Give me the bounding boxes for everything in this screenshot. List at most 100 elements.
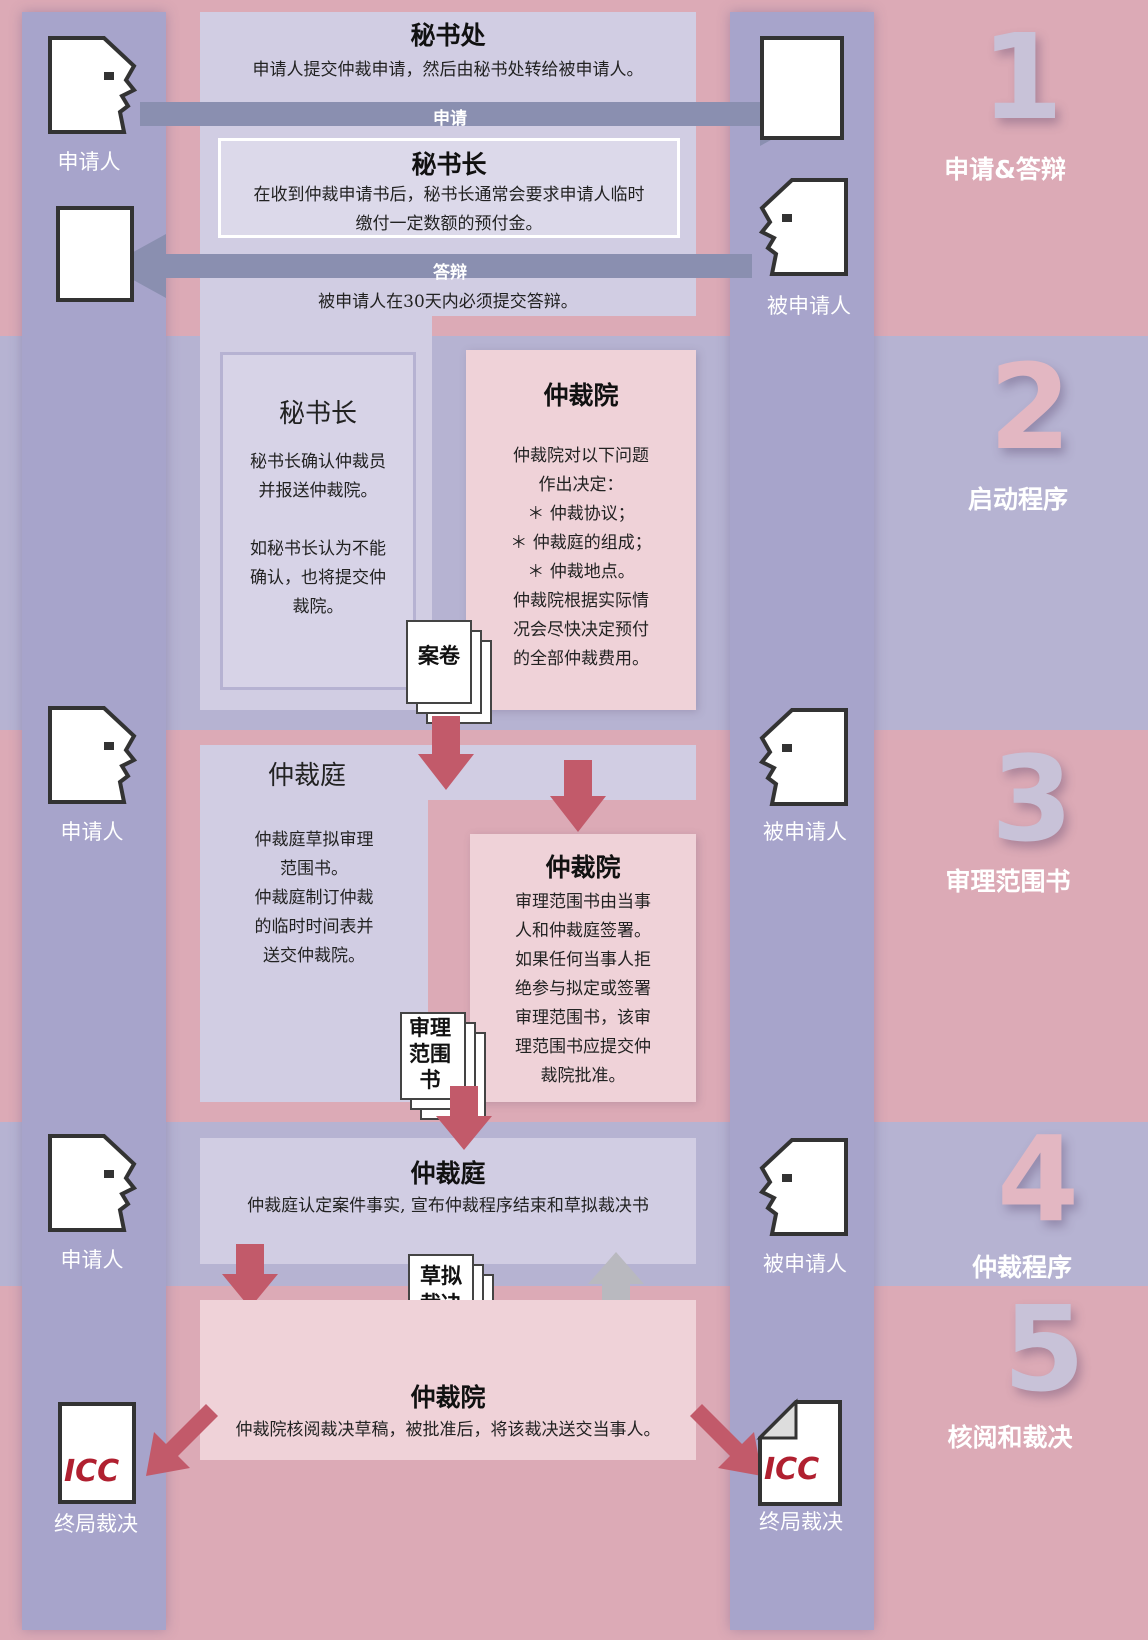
court2-line-3: ＊ 仲裁协议； <box>527 504 635 524</box>
final-award-arrow-right-shape <box>690 1400 762 1476</box>
stage-number-5: 5 <box>1002 1280 1086 1418</box>
court-text-5: 仲裁院核阅裁决草稿，被批准后，将该裁决送交当事人。 <box>235 1420 661 1440</box>
secretary-general-title-2: 秘书长 <box>278 399 357 429</box>
court-down-arrow-3-shape <box>550 760 606 832</box>
claimant-face-icon-2-eye <box>104 742 114 750</box>
final-award-arrow-left <box>146 1400 218 1476</box>
case-file-label: 案卷 <box>418 644 460 668</box>
claimant-face-icon-1-eye <box>104 72 114 80</box>
tor-label-3: 书 <box>419 1068 441 1092</box>
case-file-down-arrow <box>418 716 474 790</box>
claimant-final-award-label: 终局裁决 <box>54 1512 138 1536</box>
respondent-face-icon-2-shape <box>758 708 848 806</box>
secretary-general-box-1: 秘书长 在收到仲裁申请书后，秘书长通常会要求申请人临时 缴付一定数额的预付金。 <box>218 138 680 238</box>
tor-down-arrow <box>436 1086 492 1150</box>
court3-line-4: 绝参与拟定或签署 <box>515 979 651 999</box>
trib3-line-2: 范围书。 <box>280 859 348 879</box>
sg2-line-2: 并报送仲裁院。 <box>258 481 378 501</box>
stage-number-1: 1 <box>980 8 1064 146</box>
respondent-face-icon-3-shape <box>758 1138 848 1236</box>
stage-number-3: 3 <box>990 730 1074 868</box>
claimant-document-icon <box>56 206 134 302</box>
stage-label-4: 仲裁程序 <box>971 1253 1072 1282</box>
claimant-face-icon-3-shape <box>48 1134 138 1232</box>
court2-line-7: 况会尽快决定预付 <box>513 620 649 640</box>
case-file-stack: 案卷 <box>406 620 498 730</box>
stage-number-2: 2 <box>988 338 1072 476</box>
trib3-line-1: 仲裁庭草拟审理 <box>254 830 374 850</box>
tribunal-title-4: 仲裁庭 <box>410 1159 486 1188</box>
award-down-arrow <box>222 1244 278 1308</box>
stage3-panel-left <box>200 800 428 1102</box>
answer-deadline-text: 被申请人在30天内必须提交答辩。 <box>318 292 578 312</box>
court-box-5: 仲裁院 仲裁院核阅裁决草稿，被批准后，将该裁决送交当事人。 <box>200 1300 696 1460</box>
answer-arrow-label: 答辩 <box>433 263 467 283</box>
respondent-final-award-document <box>756 1398 842 1506</box>
tribunal-title-3: 仲裁庭 <box>268 761 347 791</box>
court3-line-7: 裁院批准。 <box>540 1066 626 1086</box>
secretary-general-title-1: 秘书长 <box>411 150 487 179</box>
draft-label-1: 草拟 <box>420 1264 462 1288</box>
claimant-label-1: 申请人 <box>57 150 121 174</box>
respondent-face-icon-2 <box>758 708 848 806</box>
respondent-face-icon-3-eye <box>782 1174 792 1182</box>
secretariat-text: 申请人提交仲裁申请，然后由秘书处转给被申请人。 <box>252 60 644 80</box>
respondent-face-icon-1 <box>758 178 848 276</box>
award-down-arrow-shape <box>222 1244 278 1308</box>
respondent-label-3: 被申请人 <box>763 1252 847 1276</box>
trib3-line-3: 仲裁庭制订仲裁 <box>254 888 374 908</box>
court-title-3: 仲裁院 <box>545 853 621 882</box>
trib3-line-4: 的临时时间表并 <box>254 917 374 937</box>
tribunal-box-3: 仲裁庭 仲裁庭草拟审理 范围书。 仲裁庭制订仲裁 的临时时间表并 送交仲裁院。 <box>200 745 428 1102</box>
court-box-3: 仲裁院 审理范围书由当事 人和仲裁庭签署。 如果任何当事人拒 绝参与拟定或签署 … <box>470 834 696 1102</box>
final-award-arrow-left-shape <box>146 1400 218 1476</box>
tor-label-1: 审理 <box>409 1016 451 1040</box>
claimant-face-icon-2 <box>48 706 138 804</box>
court3-line-2: 人和仲裁庭签署。 <box>515 921 651 941</box>
court3-line-1: 审理范围书由当事 <box>515 892 651 912</box>
answer-arrow <box>108 234 752 298</box>
court-box-2: 仲裁院 仲裁院对以下问题 作出决定： ＊ 仲裁协议； ＊ 仲裁庭的组成； ＊ 仲… <box>466 350 696 710</box>
claimant-face-icon-2-shape <box>48 706 138 804</box>
stage-number-4: 4 <box>996 1110 1080 1248</box>
sg2-line-1: 秘书长确认仲裁员 <box>250 452 386 472</box>
trib3-line-5: 送交仲裁院。 <box>263 946 365 966</box>
secretary-general-text-1a: 在收到仲裁申请书后，秘书长通常会要求申请人临时 <box>253 185 645 205</box>
respondent-document-icon <box>760 36 844 140</box>
court2-line-5: ＊ 仲裁地点。 <box>527 562 635 582</box>
claimant-final-award-document <box>58 1402 136 1504</box>
case-file-sheet-1 <box>406 620 472 704</box>
stage-label-2: 启动程序 <box>967 485 1068 514</box>
respondent-icc-logo: ICC <box>764 1452 820 1487</box>
stage-label-5: 核阅和裁决 <box>947 1423 1073 1452</box>
tribunal-text-4: 仲裁庭认定案件事实, 宣布仲裁程序结束和草拟裁决书 <box>247 1196 649 1216</box>
tribunal-box-4: 仲裁庭 仲裁庭认定案件事实, 宣布仲裁程序结束和草拟裁决书 <box>200 1146 696 1226</box>
claimant-label-3: 申请人 <box>60 1248 124 1272</box>
secretariat-title: 秘书处 <box>410 21 486 50</box>
final-award-arrow-right <box>690 1400 762 1476</box>
request-arrow-shape <box>140 82 818 146</box>
tor-sheet-1 <box>400 1012 466 1100</box>
respondent-face-icon-1-eye <box>782 214 792 222</box>
answer-arrow-shape <box>108 234 752 298</box>
stage-label-3: 审理范围书 <box>945 867 1071 896</box>
sg2-line-3 <box>223 506 413 535</box>
court2-line-8: 的全部仲裁费用。 <box>513 649 649 669</box>
secretary-general-text-1b: 缴付一定数额的预付金。 <box>355 214 543 234</box>
respondent-label-1: 被申请人 <box>767 294 851 318</box>
claimant-face-icon-1 <box>48 36 138 134</box>
claimant-face-icon-1-shape <box>48 36 138 134</box>
respondent-face-icon-2-eye <box>782 744 792 752</box>
tor-down-arrow-shape <box>436 1086 492 1150</box>
respondent-label-2: 被申请人 <box>763 820 847 844</box>
court3-line-5: 审理范围书，该审 <box>515 1008 651 1028</box>
sg2-line-4: 如秘书长认为不能 <box>250 539 386 559</box>
respondent-face-icon-3 <box>758 1138 848 1236</box>
respondent-final-award-document-fold <box>756 1398 798 1440</box>
court2-line-1: 仲裁院对以下问题 <box>513 446 649 466</box>
stage4-panel <box>200 1138 696 1264</box>
court2-line-4: ＊ 仲裁庭的组成； <box>510 533 652 553</box>
respondent-face-icon-1-shape <box>758 178 848 276</box>
case-file-down-arrow-shape <box>418 716 474 790</box>
court2-line-2: 作出决定： <box>538 475 624 495</box>
